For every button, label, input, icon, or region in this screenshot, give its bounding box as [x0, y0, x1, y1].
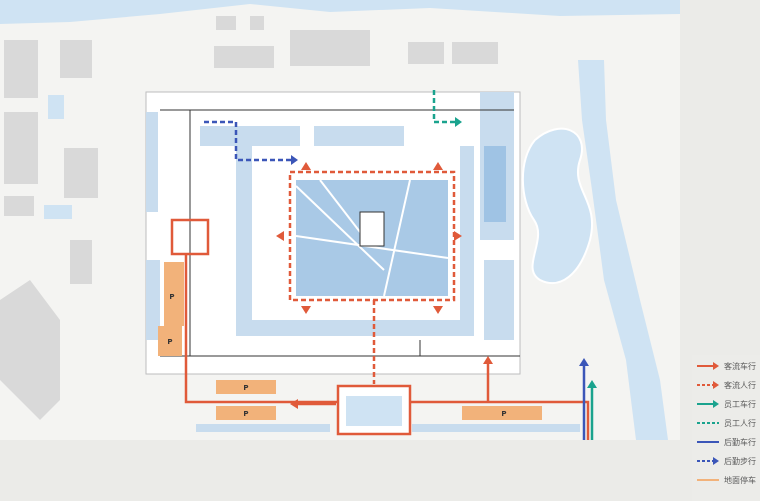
- staff-walk-arrow: [455, 117, 462, 127]
- water-left-1: [44, 205, 72, 219]
- guest-vehicle-arrows: [290, 356, 493, 409]
- guest-vehicle-route: [170, 218, 590, 440]
- south-road: [196, 424, 330, 432]
- legend-label: 客流人行: [724, 380, 756, 390]
- legend-label: 员工车行: [724, 399, 756, 409]
- legend-item-logistics-walk: 后勤步行: [696, 454, 756, 468]
- dashed-line-icon: [697, 422, 719, 424]
- staff-walk-path: [432, 90, 456, 124]
- legend-label: 地面停车: [724, 475, 756, 485]
- solid-arrow-icon: [697, 362, 719, 370]
- legend-label: 后勤步行: [724, 456, 756, 466]
- parking-label: P: [167, 338, 172, 346]
- legend-item-staff-vehicle: 员工车行: [696, 397, 756, 411]
- guest-walk-arrows: [276, 162, 462, 314]
- parking-labels: P P P P P: [167, 293, 506, 418]
- atrium-lines: [295, 179, 449, 297]
- parking-label: P: [243, 410, 248, 418]
- dashed-arrow-icon: [697, 457, 719, 465]
- legend-item-guest-vehicle: 客流车行: [696, 359, 756, 373]
- south-road-2: [412, 424, 580, 432]
- drop-off-pool: [346, 396, 402, 426]
- legend-item-guest-walk: 客流人行: [696, 378, 756, 392]
- parking-label: P: [169, 293, 174, 301]
- staff-vehicle-arrow: [587, 380, 597, 388]
- dashed-arrow-icon: [697, 381, 719, 389]
- solid-line-icon: [697, 441, 719, 443]
- legend-item-ground-parking: 地面停车: [696, 473, 756, 487]
- atrium-core: [359, 211, 385, 247]
- parking-label: P: [501, 410, 506, 418]
- logistics-walk-arrow: [291, 155, 298, 165]
- legend-label: 后勤车行: [724, 437, 756, 447]
- water-river-right: [578, 60, 668, 440]
- logistics-walk-path: [204, 120, 292, 162]
- parking-line-icon: [697, 479, 719, 481]
- surrounding-buildings: [0, 16, 498, 420]
- solid-arrow-icon: [697, 400, 719, 408]
- legend: 客流车行 客流人行 员工车行 员工人行 后勤车行 后勤步行 地面停车: [692, 355, 760, 501]
- corridors: [146, 92, 514, 340]
- ground-parking: [158, 262, 542, 420]
- water-top: [0, 0, 680, 24]
- legend-label: 员工人行: [724, 418, 756, 428]
- floor-grid: [160, 109, 520, 357]
- parking-label: P: [243, 384, 248, 392]
- legend-item-logistics-vehicle: 后勤车行: [696, 435, 756, 449]
- legend-item-staff-walk: 员工人行: [696, 416, 756, 430]
- logistics-vehicle-arrow: [579, 358, 589, 366]
- water-left-2: [48, 95, 64, 119]
- park-pond: [521, 127, 593, 285]
- legend-label: 客流车行: [724, 361, 756, 371]
